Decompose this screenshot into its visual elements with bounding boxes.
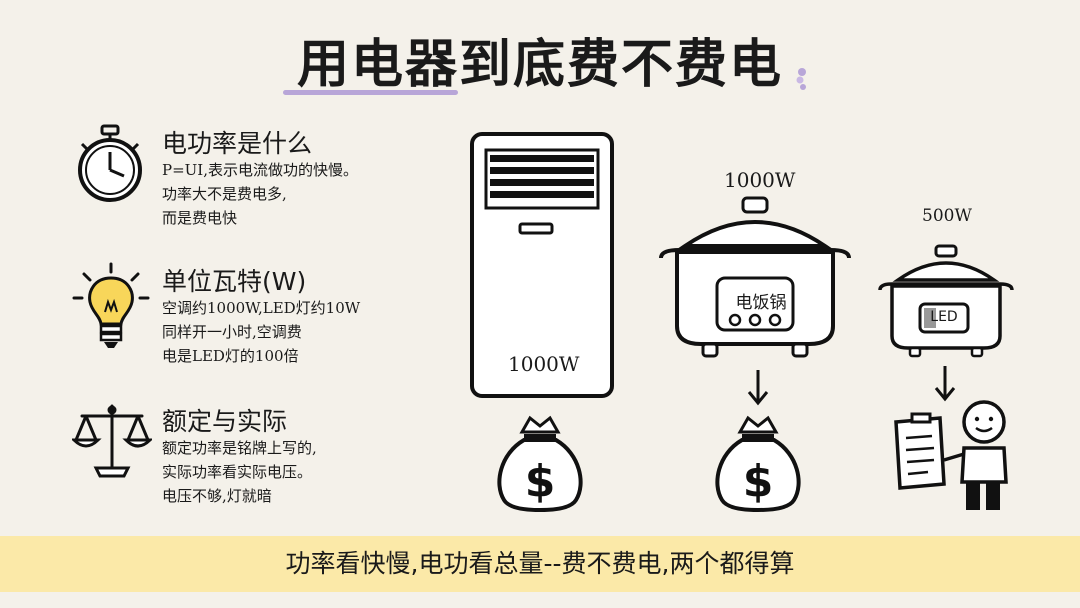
svg-text:$: $ xyxy=(525,456,556,507)
section-body: 额定功率是铭牌上写的, 实际功率看实际电压。 电压不够,灯就暗 xyxy=(162,436,317,508)
air-conditioner-icon xyxy=(470,132,614,398)
title-underline xyxy=(283,90,458,95)
section-heading: 单位瓦特(W) xyxy=(162,267,307,296)
rice-cooker-label: 电饭锅 xyxy=(735,293,787,313)
lightbulb-icon xyxy=(72,262,150,348)
section-heading: 电功率是什么 xyxy=(162,129,313,158)
arrow-down-icon xyxy=(747,370,769,406)
body-line: 同样开一小时,空调费 xyxy=(162,323,302,341)
sparkle-icon xyxy=(796,68,806,90)
svg-text:$: $ xyxy=(743,456,774,507)
body-line: 实际功率看实际电压。 xyxy=(162,463,313,481)
rice-cooker-icon xyxy=(659,196,851,358)
body-line: P=UI,表示电流做功的快慢。 xyxy=(162,161,358,179)
money-bag-icon: $ xyxy=(715,415,801,513)
money-bag-icon: $ xyxy=(497,415,583,513)
section-body: 空调约1000W,LED灯约10W 同样开一小时,空调费 电是LED灯的100倍 xyxy=(162,296,360,368)
body-line: 电压不够,灯就暗 xyxy=(162,487,272,505)
stopwatch-icon xyxy=(78,124,142,202)
ac-wattage: 1000W xyxy=(508,352,580,376)
body-line: 额定功率是铭牌上写的, xyxy=(162,439,317,457)
section-heading: 额定与实际 xyxy=(162,407,288,436)
body-line: 而是费电快 xyxy=(162,209,238,227)
body-line: 功率大不是费电多, xyxy=(162,185,287,203)
small-cooker-label: LED xyxy=(930,309,958,325)
balance-scale-icon xyxy=(72,404,152,478)
page-title: 用电器到底费不费电 xyxy=(296,35,783,95)
body-line: 空调约1000W,LED灯约10W xyxy=(162,299,361,317)
arrow-down-icon xyxy=(934,366,956,402)
small-cooker-icon xyxy=(878,244,1014,358)
small-cooker-wattage: 500W xyxy=(922,206,972,226)
section-body: P=UI,表示电流做功的快慢。 功率大不是费电多, 而是费电快 xyxy=(162,158,358,230)
person-clipboard-icon xyxy=(894,400,1008,510)
rice-cooker-wattage: 1000W xyxy=(724,168,796,192)
body-line: 电是LED灯的100倍 xyxy=(162,347,299,365)
summary-banner: 功率看快慢,电功看总量--费不费电,两个都得算 xyxy=(0,536,1080,592)
